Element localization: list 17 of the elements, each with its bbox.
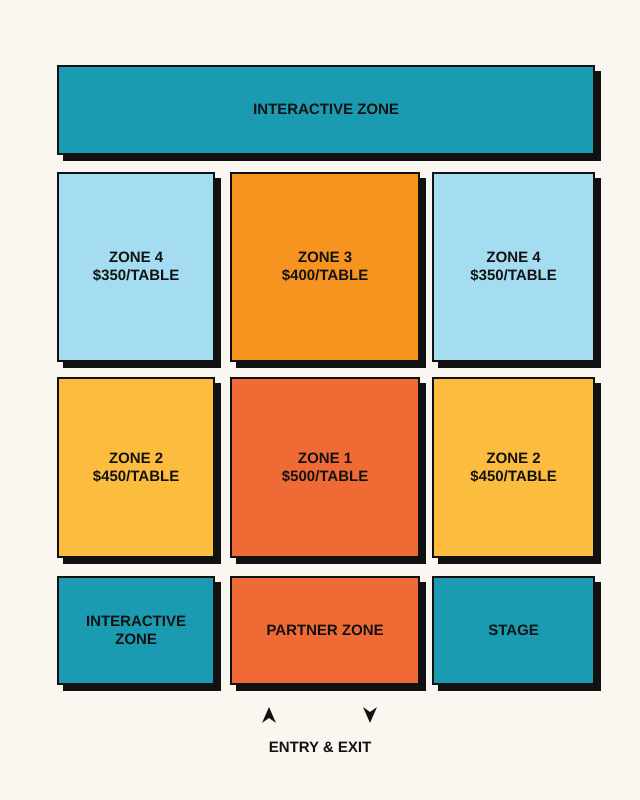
- table-price: $400/TABLE: [282, 267, 368, 285]
- zone-name: ZONE 4: [108, 249, 164, 267]
- table-price: $350/TABLE: [92, 267, 180, 285]
- table-price: $450/TABLE: [92, 468, 180, 486]
- zone-name: ZONE 4: [486, 249, 541, 267]
- zone-name: STAGE: [488, 622, 539, 640]
- zone-name: INTERACTIVE ZONE: [84, 612, 187, 648]
- zone-name: ZONE 1: [298, 450, 352, 468]
- zone-name: ZONE 2: [108, 450, 164, 468]
- table-price: $500/TABLE: [282, 468, 368, 486]
- table-price: $450/TABLE: [470, 468, 557, 486]
- entry-exit-label: ENTRY & EXIT: [268, 739, 372, 756]
- zone-name: INTERACTIVE ZONE: [253, 101, 399, 119]
- zone-name: ZONE 3: [298, 249, 352, 267]
- zone-name: PARTNER ZONE: [266, 622, 384, 640]
- table-price: $350/TABLE: [470, 267, 557, 285]
- zone-name: ZONE 2: [486, 450, 541, 468]
